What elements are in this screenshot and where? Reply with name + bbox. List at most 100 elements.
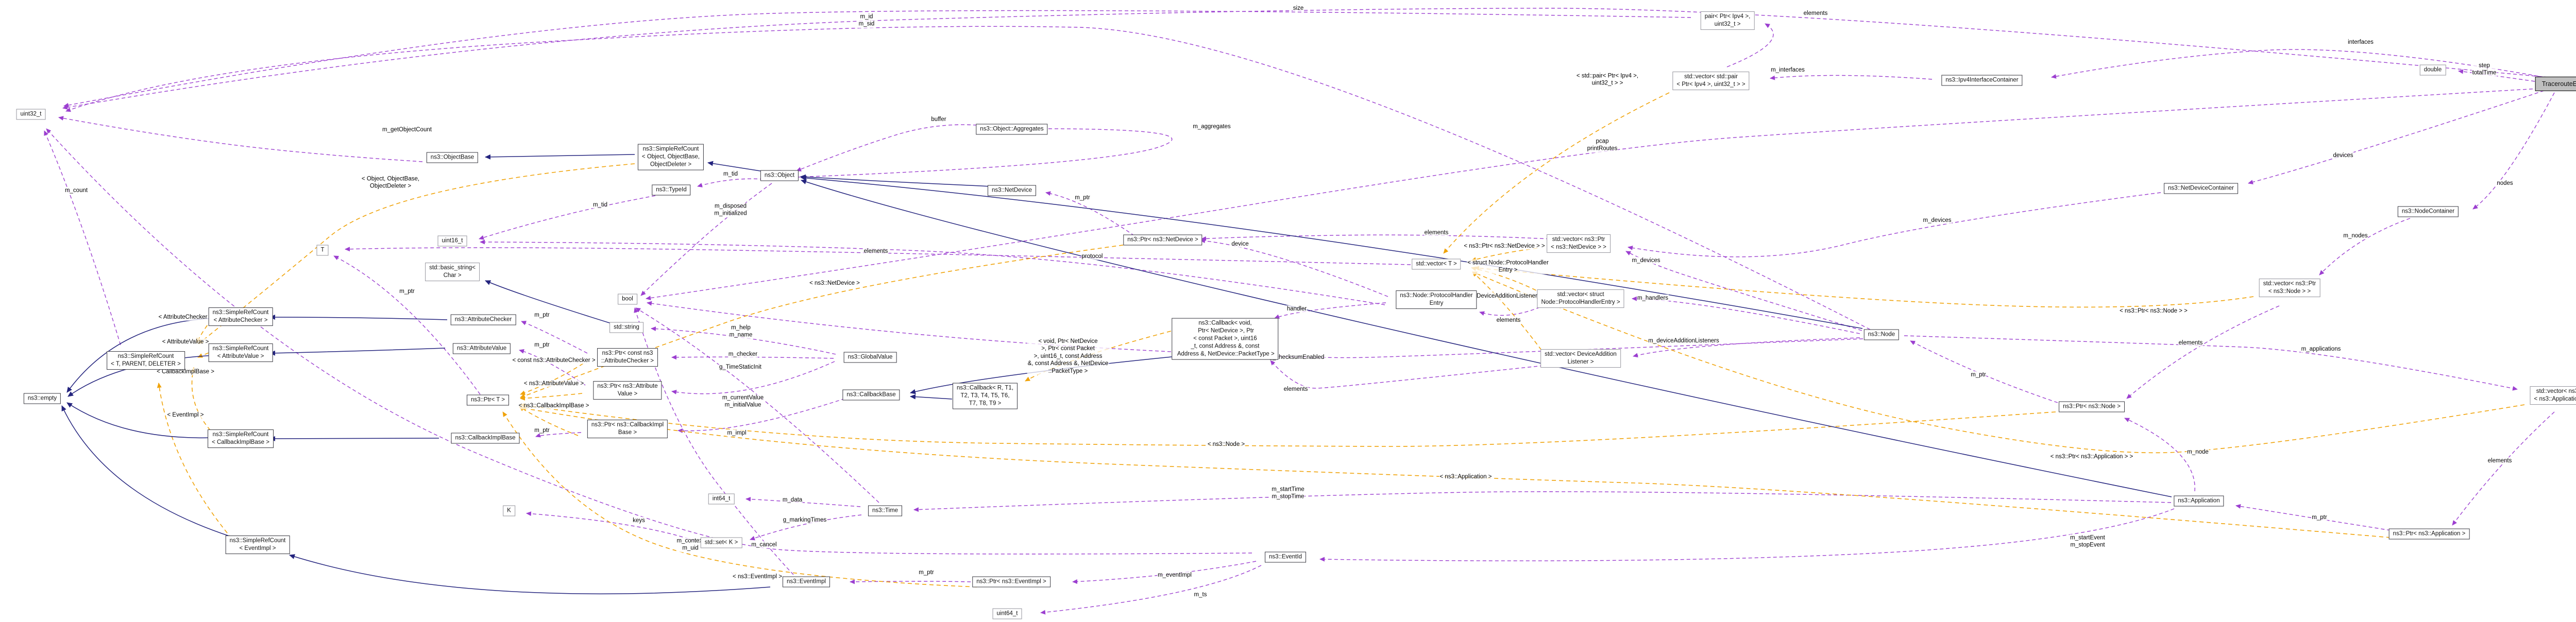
inheritance-edge bbox=[910, 394, 953, 400]
class-node-phe[interactable]: ns3::Node::ProtocolHandler Entry bbox=[1396, 290, 1477, 309]
edge-label: m_nodes bbox=[2343, 232, 2368, 240]
class-node-objectbase[interactable]: ns3::ObjectBase bbox=[426, 152, 479, 163]
edge-label: elements bbox=[1803, 9, 1828, 18]
edge-label: < void, Ptr< NetDevice >, Ptr< const Pac… bbox=[1027, 338, 1109, 375]
edge-label: m_tid bbox=[592, 201, 608, 209]
edge-label: m_help m_name bbox=[728, 324, 753, 339]
usage-edge bbox=[526, 511, 695, 541]
inheritance-edge bbox=[66, 402, 214, 439]
class-node-uint32: uint32_t bbox=[16, 109, 46, 120]
usage-edge bbox=[2472, 92, 2555, 210]
class-node-ptr-eventimpl[interactable]: ns3::Ptr< ns3::EventImpl > bbox=[972, 576, 1050, 588]
class-node-ptr-cac[interactable]: ns3::Ptr< const ns3 ::AttributeChecker > bbox=[597, 348, 658, 367]
class-node-typeid[interactable]: ns3::TypeId bbox=[652, 184, 691, 196]
class-node-callbackbase[interactable]: ns3::CallbackBase bbox=[842, 389, 900, 401]
edge-label: m_ptr bbox=[534, 426, 550, 435]
class-node-src-tpd[interactable]: ns3::SimpleRefCount < T, PARENT, DELETER… bbox=[107, 351, 185, 370]
class-node-ptr-t[interactable]: ns3::Ptr< T > bbox=[466, 394, 510, 406]
usage-edge bbox=[1319, 508, 2175, 562]
class-node-uint16: uint16_t bbox=[437, 235, 467, 247]
edge-label: g_checksumEnabled bbox=[1268, 353, 1325, 361]
inheritance-edge bbox=[800, 174, 992, 187]
usage-edge bbox=[1726, 23, 1774, 67]
edge-label: protocol bbox=[1081, 252, 1104, 261]
edge-label: m_ts bbox=[1193, 591, 1208, 599]
class-node-callback-r[interactable]: ns3::Callback< R, T1, T2, T3, T4, T5, T6… bbox=[952, 383, 1018, 409]
edge-label: m_node bbox=[2187, 448, 2209, 456]
inheritance-edge bbox=[269, 436, 439, 441]
edge-label: m_interfaces bbox=[1770, 66, 1805, 74]
usage-edge bbox=[640, 183, 772, 296]
usage-edge bbox=[480, 239, 1385, 305]
usage-edge bbox=[635, 307, 879, 503]
usage-edge bbox=[1270, 360, 1544, 389]
class-node-ipv4ic[interactable]: ns3::Ipv4InterfaceContainer bbox=[1941, 75, 2023, 86]
edge-label: elements bbox=[1496, 316, 1521, 324]
class-node-cib[interactable]: ns3::CallbackImplBase bbox=[451, 433, 520, 444]
class-node-T: T bbox=[316, 245, 329, 256]
class-node-attrchecker[interactable]: ns3::AttributeChecker bbox=[450, 314, 516, 325]
class-node-empty[interactable]: ns3::empty bbox=[23, 393, 61, 404]
class-node-callback-void[interactable]: ns3::Callback< void, Ptr< NetDevice >, P… bbox=[1172, 318, 1279, 360]
inheritance-edge bbox=[485, 280, 612, 324]
class-node-vector-app: std::vector< ns3::Ptr < ns3::Application… bbox=[2530, 386, 2576, 405]
usage-edge bbox=[1040, 565, 1262, 615]
class-node-node[interactable]: ns3::Node bbox=[1863, 329, 1900, 340]
edge-label: m_ptr bbox=[534, 341, 550, 349]
class-node-src-ac[interactable]: ns3::SimpleRefCount < AttributeChecker > bbox=[208, 307, 273, 326]
class-node-src-ei[interactable]: ns3::SimpleRefCount < EventImpl > bbox=[225, 535, 290, 554]
class-node-application[interactable]: ns3::Application bbox=[2174, 495, 2224, 507]
edge-label: < ns3::Ptr< ns3::NetDevice > > bbox=[1463, 242, 1546, 250]
class-node-double: double bbox=[2419, 64, 2446, 76]
edge-label: handler bbox=[1286, 305, 1308, 313]
edge-label: m_disposed m_initialized bbox=[714, 202, 748, 218]
class-node-ptr-app[interactable]: ns3::Ptr< ns3::Application > bbox=[2388, 528, 2470, 540]
usage-edge bbox=[850, 579, 971, 584]
inheritance-edge bbox=[485, 154, 635, 160]
usage-edge bbox=[1628, 192, 2161, 257]
edge-label: m_ptr bbox=[534, 311, 550, 319]
usage-edge bbox=[58, 116, 423, 162]
class-node-ptr-cib[interactable]: ns3::Ptr< ns3::CallbackImpl Base > bbox=[587, 420, 668, 438]
usage-edge bbox=[745, 497, 861, 507]
template-edge bbox=[520, 244, 1131, 399]
class-node-ndc[interactable]: ns3::NetDeviceContainer bbox=[2164, 183, 2238, 194]
edge-label: m_devices bbox=[1631, 256, 1661, 265]
usage-edge bbox=[750, 514, 862, 541]
edge-label: elements bbox=[2487, 457, 2513, 465]
class-node-nodecontainer[interactable]: ns3::NodeContainer bbox=[2397, 206, 2459, 217]
usage-edge bbox=[65, 26, 1871, 330]
usage-edge bbox=[913, 491, 2172, 512]
class-node-ptr-netdevice[interactable]: ns3::Ptr< ns3::NetDevice > bbox=[1123, 234, 1202, 246]
edge-label: elements bbox=[1423, 229, 1449, 237]
inheritance-edge bbox=[707, 161, 764, 172]
class-node-eventimpl[interactable]: ns3::EventImpl bbox=[782, 576, 831, 588]
template-edge bbox=[1474, 266, 2254, 308]
class-node-ptr-node[interactable]: ns3::Ptr< ns3::Node > bbox=[2059, 401, 2125, 412]
class-node-object[interactable]: ns3::Object bbox=[760, 170, 799, 181]
class-node-set-k: std::set< K > bbox=[700, 537, 742, 548]
class-node-globalvalue[interactable]: ns3::GlobalValue bbox=[843, 352, 897, 363]
class-node-src-av[interactable]: ns3::SimpleRefCount < AttributeValue > bbox=[208, 343, 273, 362]
class-node-time[interactable]: ns3::Time bbox=[868, 505, 903, 516]
class-node-attrvalue[interactable]: ns3::AttributeValue bbox=[452, 343, 511, 354]
class-node-uint64: uint64_t bbox=[992, 608, 1022, 619]
class-node-eventid[interactable]: ns3::EventId bbox=[1265, 551, 1306, 563]
edge-label: size bbox=[1292, 4, 1304, 12]
class-node-ptr-av[interactable]: ns3::Ptr< ns3::Attribute Value > bbox=[593, 381, 662, 400]
template-edge bbox=[1472, 271, 2525, 454]
inheritance-edge bbox=[910, 355, 1188, 394]
class-node-string: std::string bbox=[609, 322, 643, 333]
usage-edge bbox=[796, 124, 984, 171]
main-node-main: TracerouteExample bbox=[2535, 76, 2576, 92]
edge-label: nodes bbox=[2496, 179, 2514, 187]
class-node-vector-netdevice: std::vector< ns3::Ptr < ns3::NetDevice >… bbox=[1547, 234, 1611, 253]
class-node-netdevice[interactable]: ns3::NetDevice bbox=[988, 185, 1036, 196]
usage-edge bbox=[671, 361, 835, 394]
class-node-aggregates[interactable]: ns3::Object::Aggregates bbox=[976, 124, 1048, 135]
inheritance-edge bbox=[289, 554, 771, 595]
class-node-src-cib[interactable]: ns3::SimpleRefCount < CallbackImplBase > bbox=[208, 429, 274, 448]
class-node-src-obj[interactable]: ns3::SimpleRefCount < Object, ObjectBase… bbox=[637, 144, 704, 170]
edge-label: < struct Node::ProtocolHandler Entry > bbox=[1467, 259, 1549, 274]
